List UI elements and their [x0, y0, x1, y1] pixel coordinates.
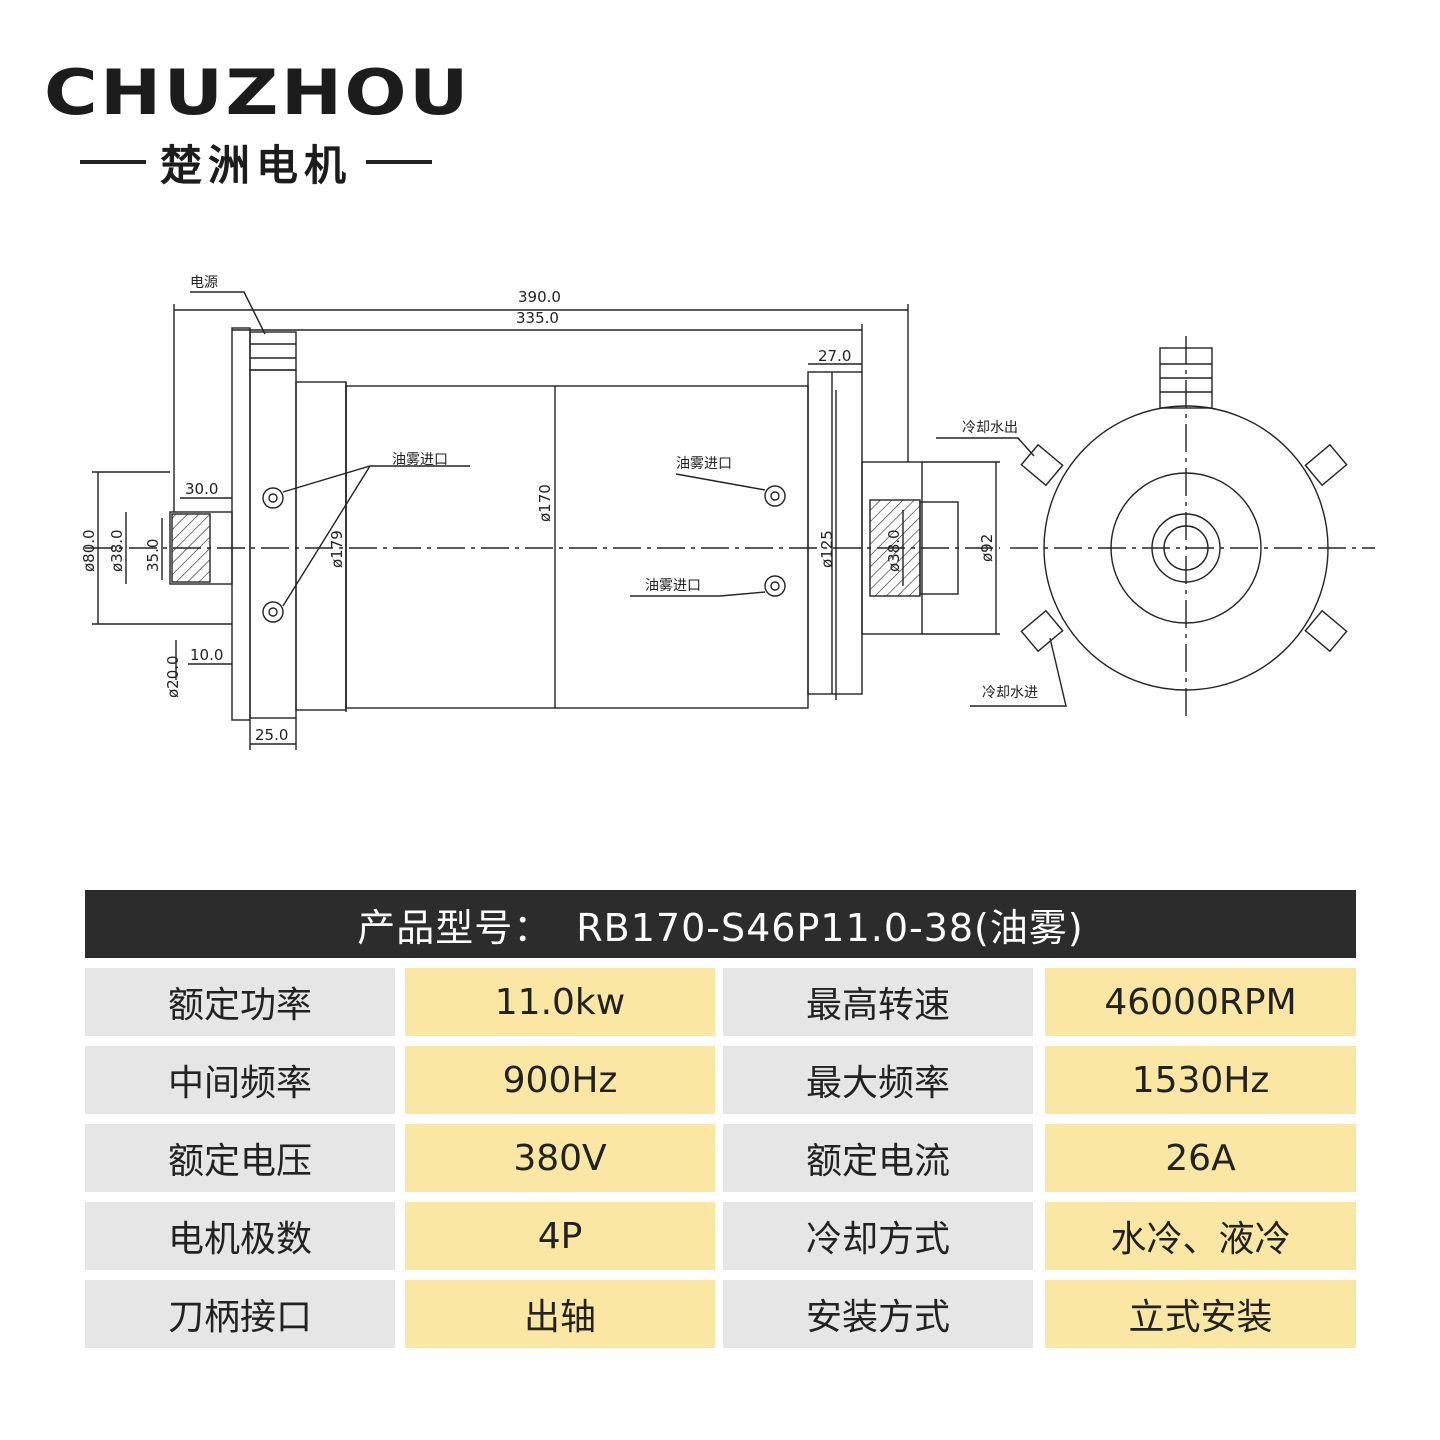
dim-phi38-front: ø38.0: [885, 529, 903, 572]
label-oil-mist-inlet-3: 油雾进口: [645, 578, 701, 594]
tagline-left-bar: [80, 160, 146, 164]
dim-35: 35.0: [144, 539, 162, 572]
dim-27: 27.0: [818, 347, 851, 365]
model-label: 产品型号：: [357, 905, 553, 950]
dim-phi170: ø170: [536, 484, 554, 522]
brand-logo: CHUZHOU: [44, 58, 494, 128]
spec-label: 刀柄接口: [85, 1280, 395, 1348]
spec-label: 最高转速: [723, 968, 1033, 1036]
table-row: 额定电压 380V 额定电流 26A: [85, 1124, 1356, 1192]
dim-30: 30.0: [185, 480, 218, 498]
spec-label: 电机极数: [85, 1202, 395, 1270]
spec-value: 1530Hz: [1045, 1046, 1356, 1114]
spec-label: 最大频率: [723, 1046, 1033, 1114]
table-row: 额定功率 11.0kw 最高转速 46000RPM: [85, 968, 1356, 1036]
dim-10: 10.0: [190, 646, 223, 664]
label-cooling-in: 冷却水进: [982, 685, 1038, 701]
spec-value: 46000RPM: [1045, 968, 1356, 1036]
spec-value: 出轴: [405, 1280, 715, 1348]
brand-name-cn: 楚洲电机: [160, 140, 353, 190]
spec-value: 380V: [405, 1124, 715, 1192]
dim-335: 335.0: [516, 309, 559, 327]
spec-value: 11.0kw: [405, 968, 715, 1036]
brand-tagline: 楚洲电机: [80, 134, 433, 190]
table-row: 电机极数 4P 冷却方式 水冷、液冷: [85, 1202, 1356, 1270]
dim-phi179: ø179: [328, 530, 346, 568]
dim-25: 25.0: [255, 726, 288, 744]
dim-phi20: ø20.0: [164, 655, 182, 698]
label-oil-mist-inlet-2: 油雾进口: [676, 456, 732, 472]
dim-phi80: ø80.0: [80, 529, 98, 572]
table-row: 中间频率 900Hz 最大频率 1530Hz: [85, 1046, 1356, 1114]
spec-value: 4P: [405, 1202, 715, 1270]
label-power: 电源: [190, 275, 218, 291]
spec-value: 26A: [1045, 1124, 1356, 1192]
spec-title-bar: 产品型号： RB170-S46P11.0-38(油雾): [85, 890, 1356, 958]
spec-table: 产品型号： RB170-S46P11.0-38(油雾) 额定功率 11.0kw …: [85, 890, 1356, 1348]
table-row: 刀柄接口 出轴 安装方式 立式安装: [85, 1280, 1356, 1348]
spec-label: 安装方式: [723, 1280, 1033, 1348]
motor-technical-drawing: 电源 油雾进口 油雾进口 油雾进口 冷却水出 冷却水进 390.0 335.0 …: [80, 275, 1375, 750]
dim-phi125: ø125: [818, 530, 836, 568]
spec-label: 额定功率: [85, 968, 395, 1036]
dim-phi92: ø92: [978, 534, 996, 562]
tagline-right-bar: [366, 160, 433, 164]
logo-wordmark: CHUZHOU: [44, 56, 471, 129]
dim-phi38: ø38.0: [108, 529, 126, 572]
dim-390: 390.0: [518, 288, 561, 306]
model-number: RB170-S46P11.0-38(油雾): [576, 905, 1084, 950]
spec-label: 中间频率: [85, 1046, 395, 1114]
spec-value: 900Hz: [405, 1046, 715, 1114]
label-cooling-out: 冷却水出: [962, 420, 1018, 436]
spec-value: 水冷、液冷: [1045, 1202, 1356, 1270]
spec-label: 额定电流: [723, 1124, 1033, 1192]
spec-label: 额定电压: [85, 1124, 395, 1192]
label-oil-mist-inlet-1: 油雾进口: [392, 452, 448, 468]
spec-value: 立式安装: [1045, 1280, 1356, 1348]
spec-label: 冷却方式: [723, 1202, 1033, 1270]
